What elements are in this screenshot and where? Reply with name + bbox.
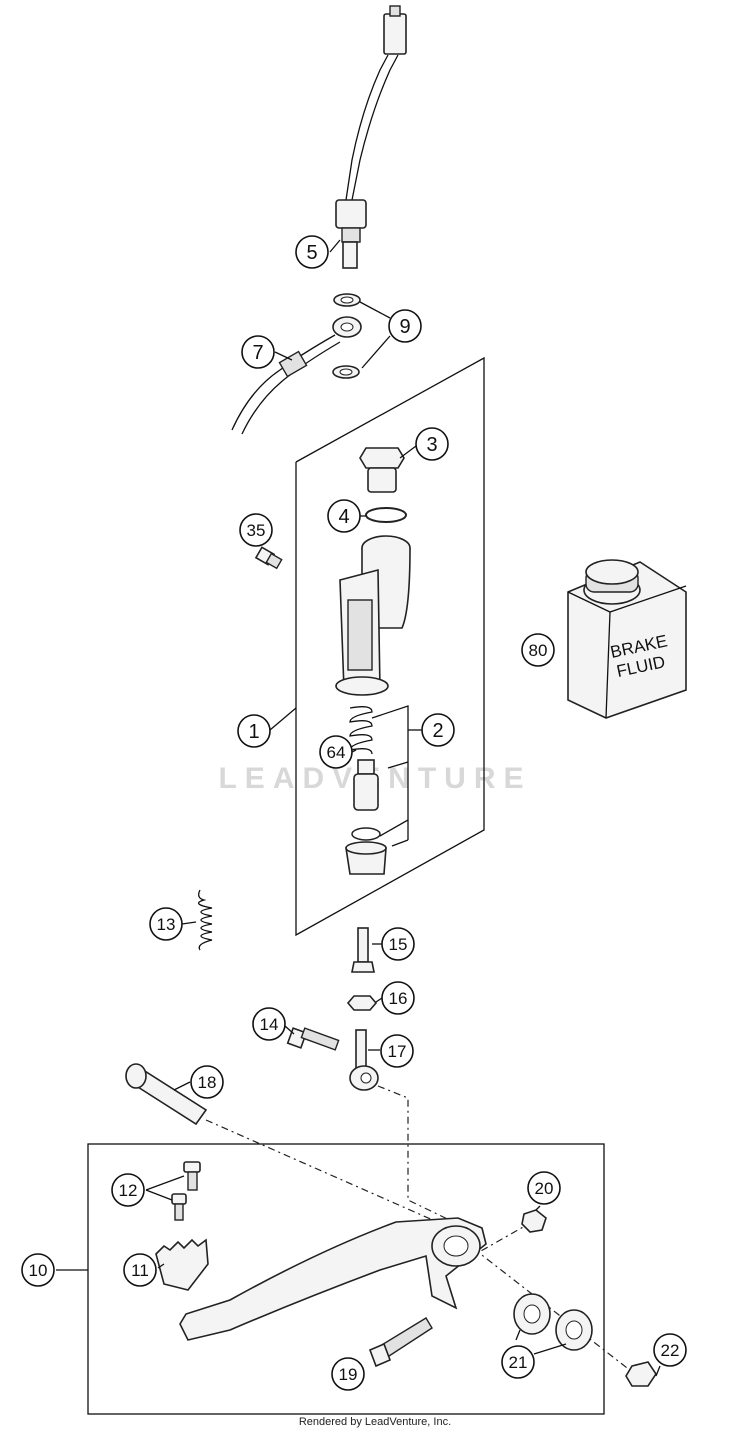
callout-80: 80 — [521, 633, 555, 667]
callout-17: 17 — [380, 1034, 414, 1068]
brake-fluid-bottle: BRAKE FLUID — [567, 559, 687, 719]
bearings — [513, 1293, 593, 1351]
svg-text:20: 20 — [535, 1179, 554, 1198]
callout-15: 15 — [381, 927, 415, 961]
callout-22: 22 — [653, 1333, 687, 1367]
svg-text:22: 22 — [661, 1341, 680, 1360]
pedal-pin — [125, 1063, 208, 1126]
callout-20: 20 — [527, 1171, 561, 1205]
callout-10: 10 — [21, 1253, 55, 1287]
callout-18: 18 — [190, 1065, 224, 1099]
callout-11: 11 — [123, 1253, 157, 1287]
brake-light-switch — [335, 5, 407, 269]
callout-2: 2 — [421, 713, 455, 747]
svg-text:7: 7 — [252, 342, 263, 364]
svg-text:11: 11 — [131, 1261, 149, 1280]
callout-21: 21 — [501, 1345, 535, 1379]
svg-text:5: 5 — [306, 242, 317, 264]
screws — [171, 1161, 201, 1221]
callout-19: 19 — [331, 1357, 365, 1391]
callout-4: 4 — [327, 499, 361, 533]
return-spring — [197, 889, 213, 951]
bearing-bolt — [368, 1317, 433, 1368]
svg-text:18: 18 — [198, 1073, 217, 1092]
svg-text:13: 13 — [157, 915, 176, 934]
flange-nut — [625, 1361, 657, 1387]
callout-1: 1 — [237, 714, 271, 748]
callout-35: 35 — [239, 513, 273, 547]
callout-64: 64 — [319, 735, 353, 769]
callout-16: 16 — [381, 981, 415, 1015]
pivot-bolt — [286, 1027, 340, 1051]
svg-text:9: 9 — [399, 316, 410, 338]
step-plate — [155, 1238, 209, 1291]
callout-9: 9 — [388, 309, 422, 343]
callout-12: 12 — [111, 1173, 145, 1207]
pedal-nut — [521, 1209, 547, 1233]
svg-text:1: 1 — [248, 721, 259, 743]
svg-text:10: 10 — [29, 1261, 48, 1280]
svg-text:17: 17 — [388, 1042, 407, 1061]
callout-14: 14 — [252, 1007, 286, 1041]
bleeder-screw — [254, 546, 283, 570]
svg-text:19: 19 — [339, 1365, 358, 1384]
svg-text:16: 16 — [389, 989, 408, 1008]
clevis — [349, 1029, 379, 1091]
svg-text:15: 15 — [389, 935, 408, 954]
svg-text:3: 3 — [426, 434, 437, 456]
brake-pedal — [179, 1217, 487, 1341]
nut — [346, 995, 378, 1011]
push-rod — [351, 927, 375, 973]
callout-13: 13 — [149, 907, 183, 941]
svg-text:12: 12 — [119, 1181, 138, 1200]
reservoir-cap — [359, 447, 405, 493]
master-cylinder-body — [335, 535, 411, 696]
svg-text:2: 2 — [432, 720, 443, 742]
callout-5: 5 — [295, 235, 329, 269]
svg-text:14: 14 — [260, 1015, 279, 1034]
svg-text:80: 80 — [529, 641, 548, 660]
callout-3: 3 — [415, 427, 449, 461]
footer-credit: Rendered by LeadVenture, Inc. — [298, 1416, 452, 1428]
svg-text:35: 35 — [247, 521, 266, 540]
o-ring — [365, 507, 407, 523]
svg-text:64: 64 — [327, 743, 346, 762]
svg-text:21: 21 — [509, 1353, 528, 1372]
svg-text:4: 4 — [338, 506, 349, 528]
callout-7: 7 — [241, 335, 275, 369]
piston-kit — [345, 705, 409, 875]
hose-and-washers — [231, 293, 362, 435]
